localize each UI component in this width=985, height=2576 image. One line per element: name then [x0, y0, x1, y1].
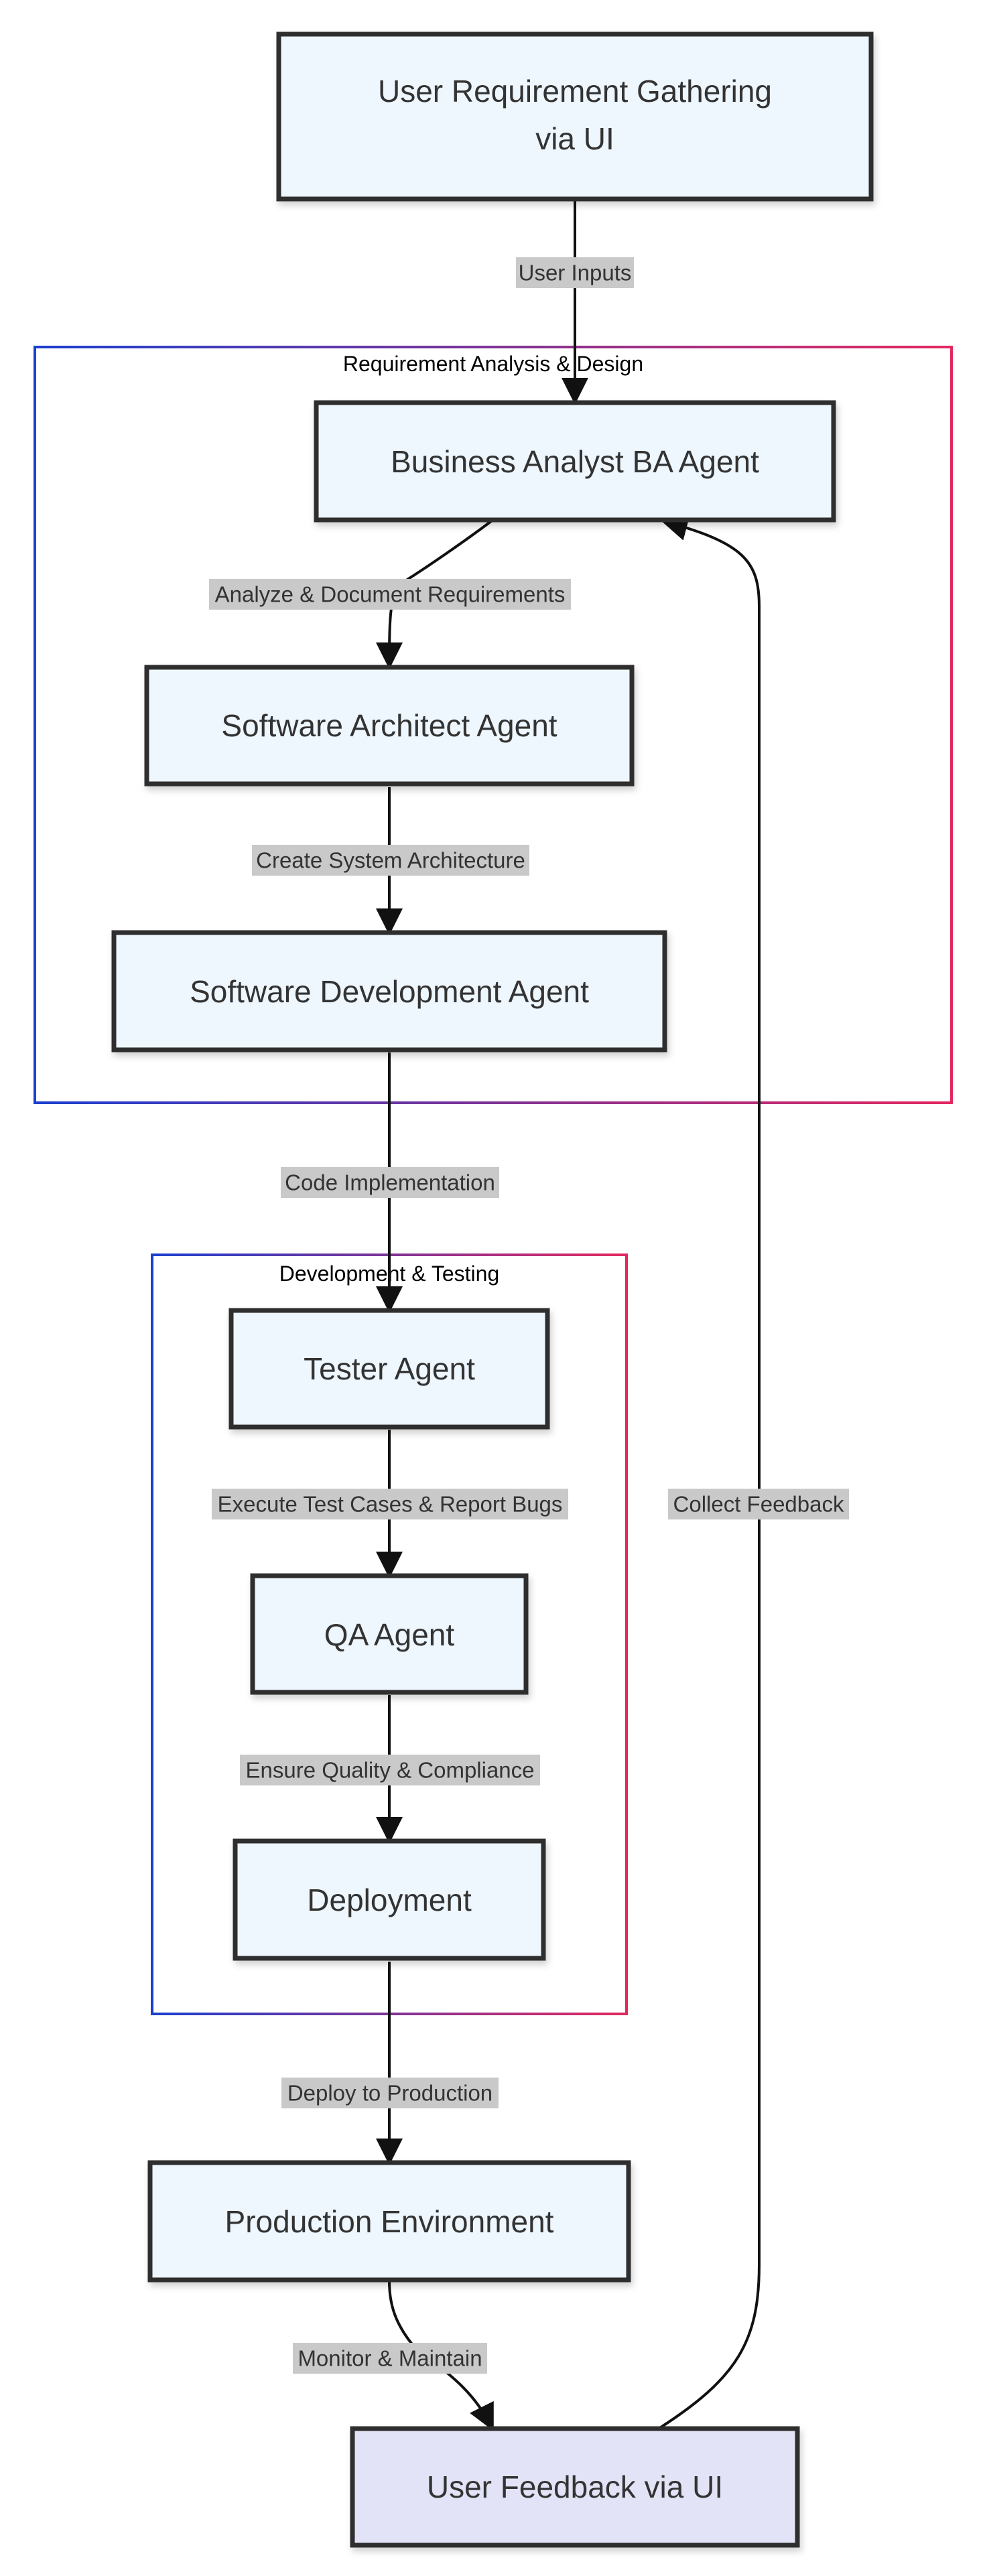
edge-label-background [240, 1755, 540, 1785]
edge-label-background [668, 1489, 849, 1519]
edge-label: Collect Feedback [673, 1492, 844, 1517]
node-box [111, 930, 667, 1053]
node-box [147, 2160, 631, 2283]
edge-label-background [516, 257, 634, 288]
cluster-frame [34, 346, 953, 1104]
cluster-requirement-analysis-design: Requirement Analysis & Design [34, 346, 953, 1104]
edge-user-inputs: User Inputs [516, 199, 634, 405]
node-box [314, 400, 836, 523]
edge-label: Create System Architecture [256, 848, 525, 873]
edge-label-background [293, 2343, 487, 2374]
node-box [233, 1838, 546, 1961]
node-label: Software Development Agent [190, 974, 589, 1009]
edge-code-implementation: Code Implementation [281, 1053, 499, 1313]
edge-label: Ensure Quality & Compliance [245, 1758, 534, 1783]
edge-monitor-maintain: Monitor & Maintain [293, 2281, 494, 2431]
node-box [276, 31, 874, 202]
node-label: Software Architect Agent [221, 708, 557, 743]
edge-label: Monitor & Maintain [298, 2346, 482, 2371]
node-production-environment: Production Environment [147, 2160, 631, 2283]
node-box [228, 1308, 550, 1430]
edge-create-system-architecture: Create System Architecture [252, 787, 529, 935]
node-label: QA Agent [324, 1617, 455, 1652]
edge-label-background [281, 2078, 499, 2108]
edge-label-background [212, 1489, 568, 1519]
edge-label-background [209, 579, 571, 610]
node-label: Tester Agent [304, 1351, 475, 1386]
edge-label: User Inputs [519, 261, 632, 285]
node-label: Deployment [307, 1883, 472, 1917]
node-label-line-2: via UI [535, 121, 614, 156]
edge-label: Execute Test Cases & Report Bugs [218, 1492, 563, 1517]
node-label: Production Environment [225, 2204, 554, 2239]
edge-label-background [252, 845, 529, 876]
node-deployment: Deployment [233, 1838, 546, 1961]
edge-execute-test-cases: Execute Test Cases & Report Bugs [212, 1430, 568, 1578]
node-user-requirement-gathering: User Requirement Gathering via UI [276, 31, 874, 202]
node-box [144, 665, 635, 787]
node-software-development-agent: Software Development Agent [111, 930, 667, 1053]
edge-label: Analyze & Document Requirements [215, 582, 566, 607]
edge-collect-feedback: Collect Feedback [657, 514, 849, 2430]
cluster-title: Requirement Analysis & Design [343, 352, 643, 376]
node-label: User Feedback via UI [427, 2469, 723, 2504]
node-business-analyst-agent: Business Analyst BA Agent [314, 400, 836, 523]
node-label-line-1: User Requirement Gathering [378, 74, 772, 109]
node-label: Business Analyst BA Agent [391, 444, 759, 479]
node-box [250, 1573, 529, 1695]
node-user-feedback-via-ui: User Feedback via UI [350, 2426, 800, 2548]
edge-label: Code Implementation [285, 1170, 495, 1195]
edge-analyze-document: Analyze & Document Requirements [209, 520, 571, 669]
node-tester-agent: Tester Agent [228, 1308, 550, 1430]
node-software-architect-agent: Software Architect Agent [144, 665, 635, 787]
edge-line [657, 514, 761, 2430]
edge-label-background [281, 1167, 499, 1198]
node-qa-agent: QA Agent [250, 1573, 529, 1695]
edge-label: Deploy to Production [287, 2081, 492, 2106]
edge-ensure-quality: Ensure Quality & Compliance [240, 1695, 540, 1844]
edge-deploy-production: Deploy to Production [281, 1962, 499, 2165]
node-box [350, 2426, 800, 2548]
